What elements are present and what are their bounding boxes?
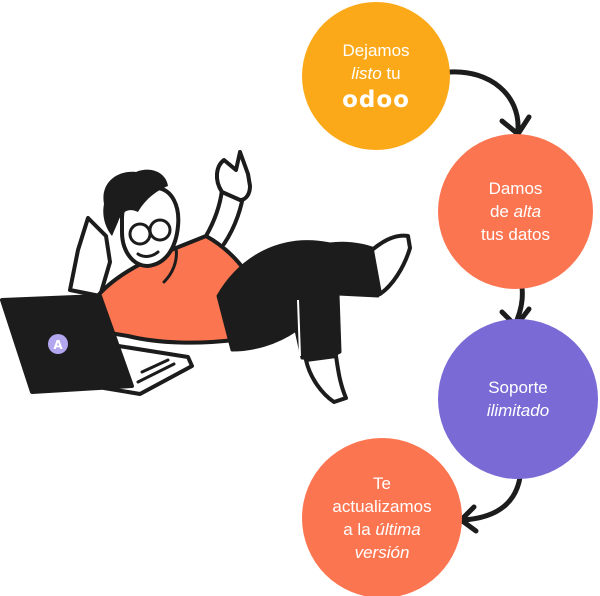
arrow-1-icon <box>447 69 532 137</box>
step-1-emphasis: listo <box>351 64 382 83</box>
step-2-emphasis: alta <box>513 202 542 221</box>
step-circle-1: Dejamos listo tu odoo <box>302 2 450 150</box>
step-circle-3: Soporte ilimitado <box>438 319 598 479</box>
step-1-text: Dejamos <box>342 41 410 60</box>
step-3-text: Soporte <box>488 378 548 397</box>
laptop-logo-badge <box>48 334 68 354</box>
glasses-right <box>148 218 172 242</box>
step-circle-2: Damos de alta tus datos <box>438 134 593 289</box>
hair <box>103 169 168 236</box>
person-illustration: A <box>0 150 412 404</box>
odoo-logo: odoo <box>342 87 410 113</box>
step-circle-4: Te actualizamos a la última versión <box>302 438 462 596</box>
laptop-logo: A <box>53 338 63 352</box>
step-4-emphasis: última <box>375 520 421 539</box>
step-3-emphasis: ilimitado <box>486 401 550 420</box>
step-2-text: Damos <box>488 179 543 198</box>
shirt <box>94 234 248 345</box>
step-4-text: Te <box>373 474 391 493</box>
